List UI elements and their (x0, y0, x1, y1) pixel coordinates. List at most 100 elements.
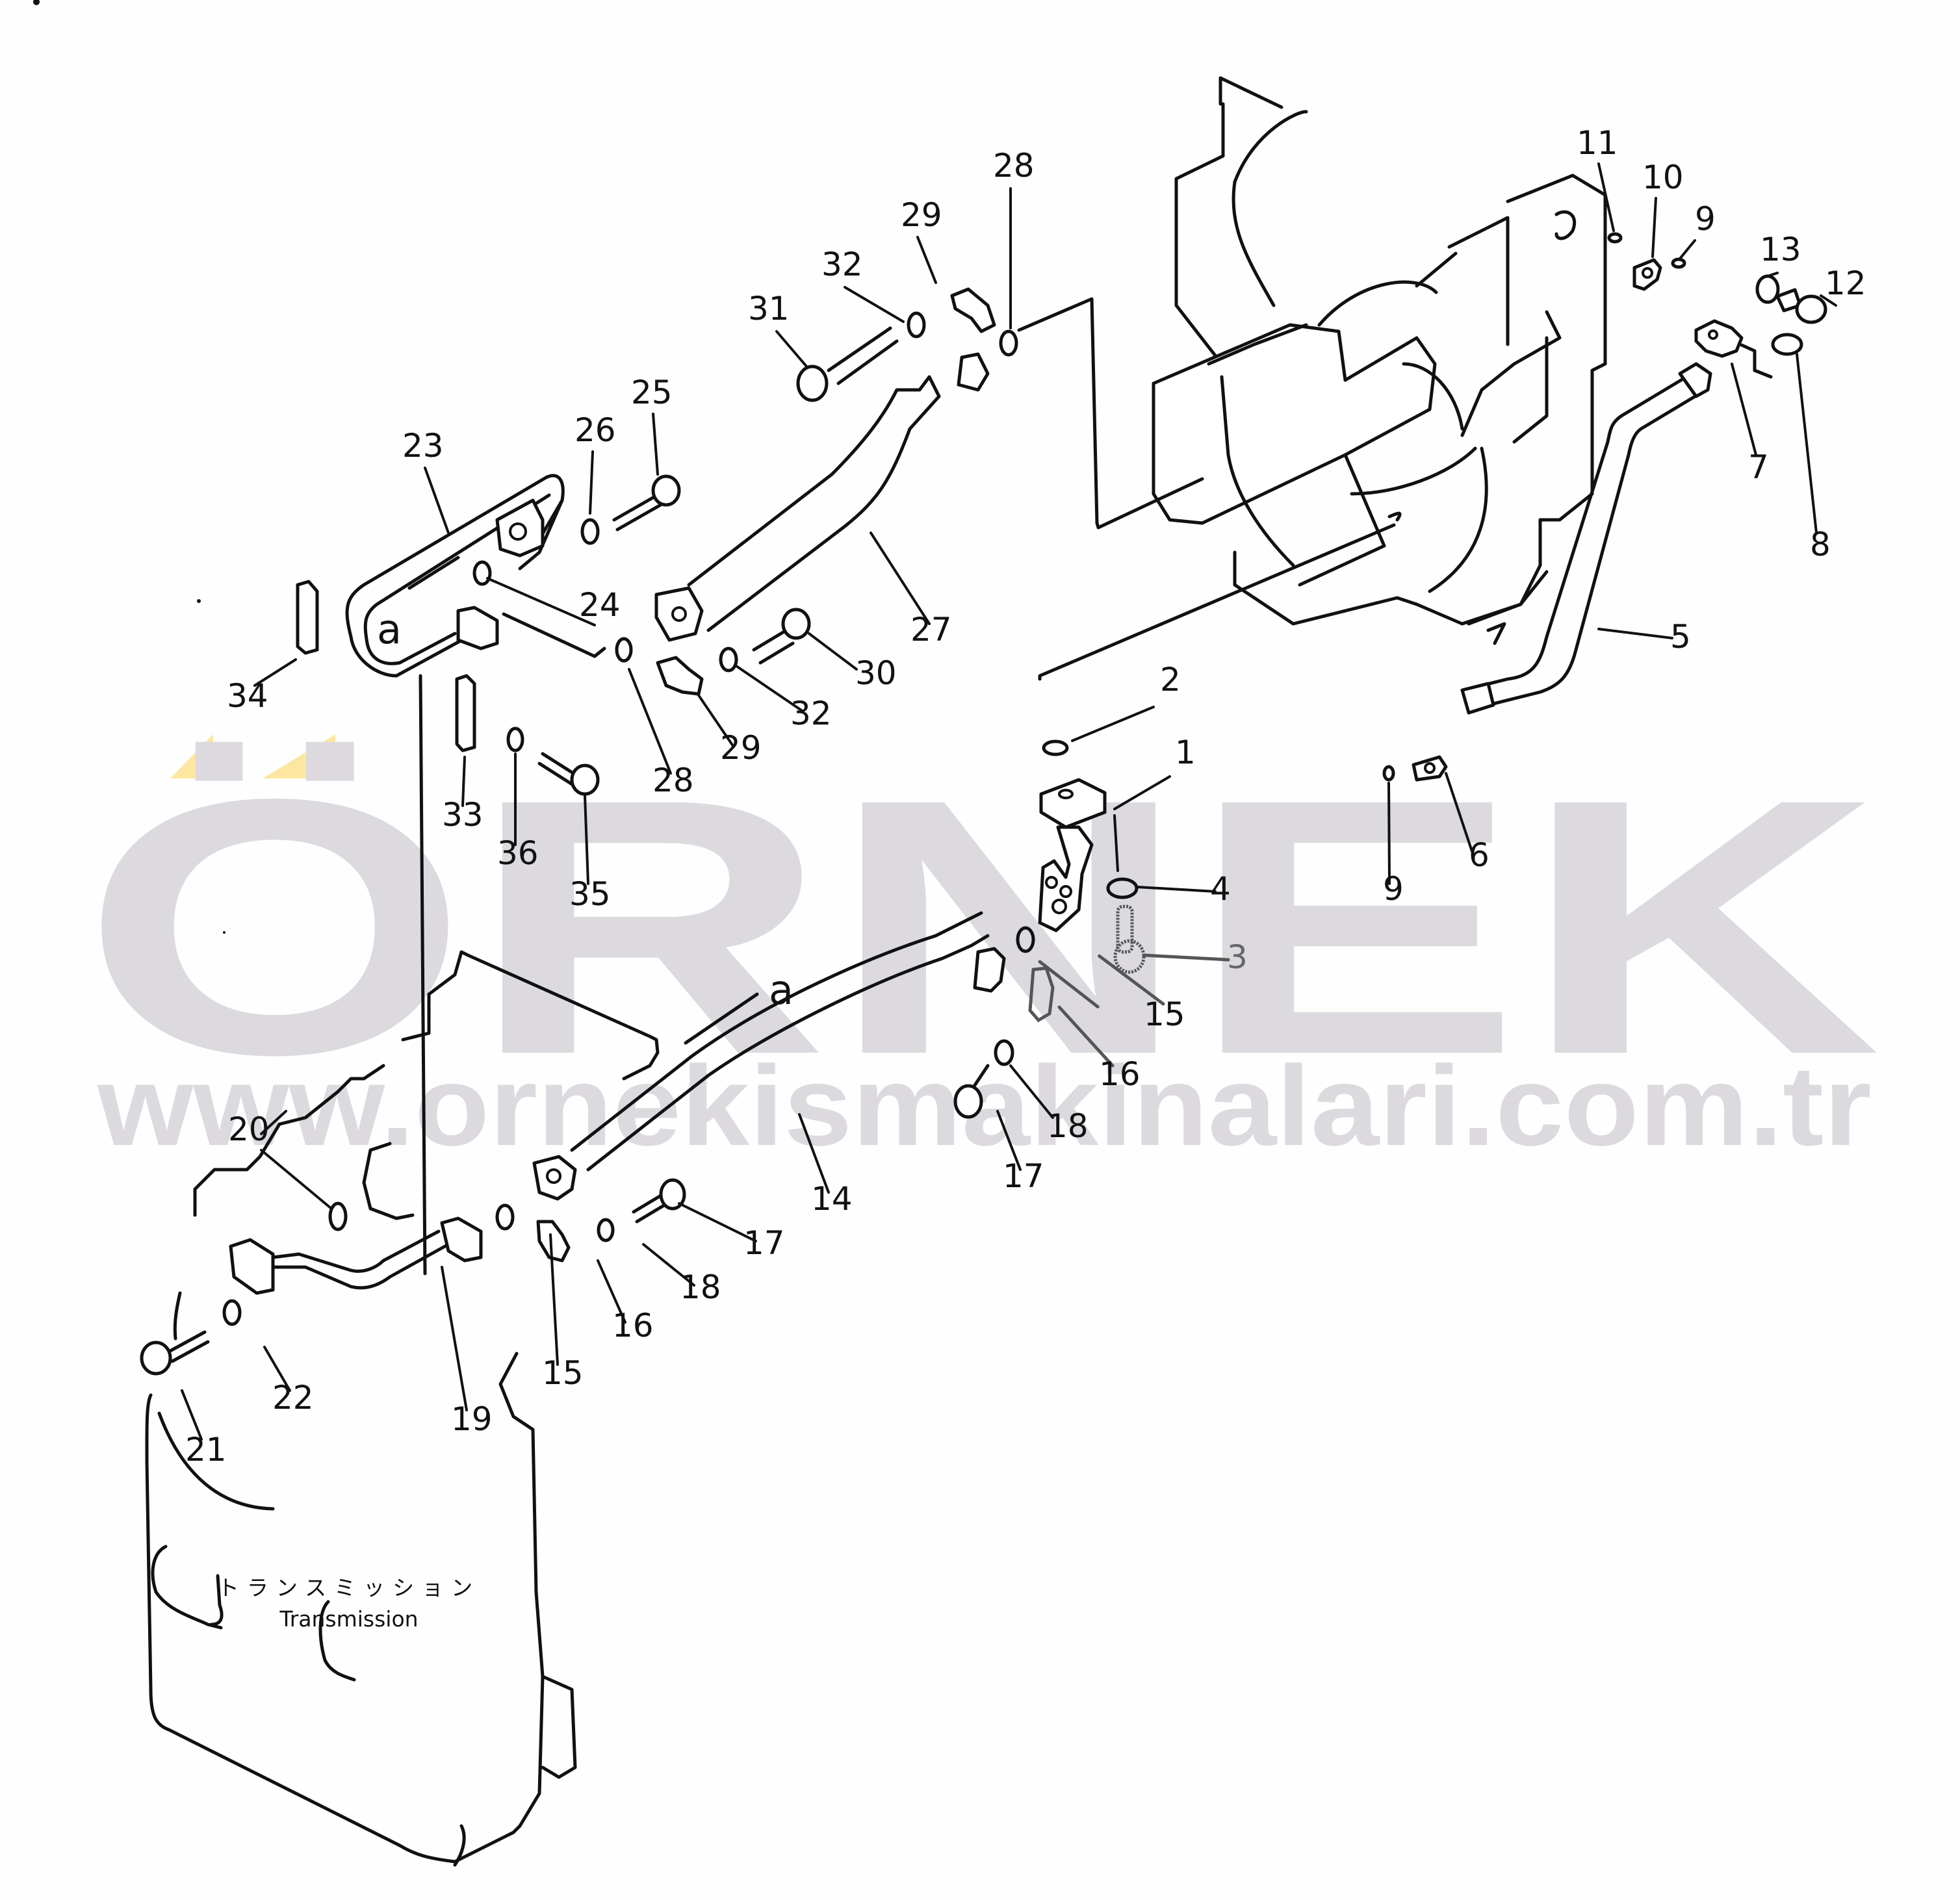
watermark-brand: ÖRNEK (81, 723, 1881, 1130)
part-16-clamp-upper (1028, 966, 1055, 1023)
part-label-22: 22 (272, 1379, 314, 1417)
part-label-19: 19 (451, 1400, 493, 1438)
engine-housing (1152, 76, 1607, 645)
part-label-18-lower: 18 (680, 1268, 721, 1306)
leader-24-zigzag (502, 612, 606, 658)
part-label-34: 34 (227, 677, 268, 715)
part-27-hose (654, 352, 990, 642)
part-number-labels: 1 2 3 4 5 6 7 8 9 9 10 11 12 13 14 15 15… (185, 124, 1866, 1469)
watermark-accent-right (263, 734, 335, 778)
part-12-bolt (1775, 288, 1827, 324)
transmission-label-en: Transmission (279, 1606, 418, 1632)
part-35-bolt (537, 752, 600, 796)
part-18-washer-upper (994, 1039, 1014, 1066)
part-14-hose (532, 911, 1006, 1201)
part-19-pipe (229, 1216, 483, 1295)
part-label-7: 7 (1748, 448, 1769, 486)
part-18-washer-lower (597, 1218, 615, 1242)
part-9-o-ring-upper (1671, 257, 1686, 269)
part-label-6: 6 (1469, 836, 1489, 874)
scan-dot (197, 599, 201, 603)
part-label-10: 10 (1642, 159, 1684, 196)
part-36-washer (506, 726, 524, 752)
part-33-clip (455, 674, 476, 752)
part-25-bolt (612, 474, 681, 532)
part-10-flange (1632, 258, 1662, 291)
part-6-fitting (1412, 755, 1448, 782)
part-15-o-ring-lower (495, 1203, 515, 1231)
part-label-31: 31 (748, 290, 790, 327)
part-23-loop-pipe (345, 474, 565, 678)
part-28-o-ring-upper (999, 329, 1018, 357)
part-label-21: 21 (185, 1431, 227, 1469)
part-5-pipe (1460, 362, 1712, 715)
scan-dot (33, 0, 40, 5)
part-label-18-upper: 18 (1047, 1107, 1089, 1145)
ref-letter-a-upper: a (377, 606, 402, 653)
part-24-o-ring (472, 560, 492, 586)
part-label-9-lower: 9 (1383, 870, 1404, 908)
ref-arrow-a-lower (684, 992, 759, 1045)
part-label-28-lower: 28 (652, 762, 694, 799)
part-9-o-ring-lower (1382, 765, 1395, 782)
part-11-o-ring (1607, 232, 1623, 244)
transmission-housing (145, 950, 660, 1867)
part-label-13: 13 (1760, 231, 1801, 268)
part-label-23: 23 (402, 427, 444, 465)
part-1-elbow-adapter (1038, 778, 1107, 932)
part-label-29-lower: 29 (720, 729, 762, 767)
connection-line-23-19 (419, 674, 427, 1276)
part-label-26: 26 (574, 411, 616, 449)
part-label-8: 8 (1810, 526, 1831, 563)
part-label-25: 25 (631, 374, 673, 411)
part-4-washer (1106, 877, 1139, 899)
part-label-29-upper: 29 (901, 196, 942, 234)
leader-lines (181, 162, 1837, 1441)
part-label-30: 30 (855, 654, 897, 692)
part-label-28-upper: 28 (993, 147, 1035, 185)
part-label-5: 5 (1670, 618, 1691, 656)
watermark-accent-left (170, 734, 213, 778)
part-32-washer-lower (719, 647, 738, 673)
part-label-33: 33 (442, 796, 484, 834)
leader-engine-to-1 (1038, 523, 1396, 681)
part-label-17-lower: 17 (743, 1224, 785, 1262)
part-15-o-ring-upper (1016, 926, 1035, 953)
part-20-o-ring (328, 1201, 348, 1231)
part-label-32-lower: 32 (790, 695, 832, 732)
part-label-9-upper: 9 (1695, 200, 1716, 238)
part-28-o-ring-lower (615, 637, 633, 663)
part-32-washer-upper (907, 311, 926, 339)
ref-arrow-a-upper (407, 556, 460, 590)
part-label-4: 4 (1210, 870, 1231, 908)
part-label-15-lower: 15 (542, 1354, 584, 1392)
part-34-clip (296, 580, 319, 655)
part-label-14: 14 (811, 1180, 853, 1218)
ref-letter-a-lower: a (769, 966, 793, 1014)
part-label-24: 24 (579, 586, 621, 624)
part-21-bolt (140, 1330, 210, 1376)
transmission-label-jp: トランスミッション (218, 1575, 480, 1600)
part-22-washer (222, 1299, 242, 1326)
part-7-tee-fitting (1694, 319, 1744, 358)
part-label-20: 20 (228, 1110, 270, 1148)
part-2-o-ring (1042, 739, 1069, 756)
watermark: ÖRNEK www.ornekismakinalari.com.tr (81, 723, 1881, 1170)
part-29-clamp-lower (656, 656, 704, 696)
part-label-12: 12 (1825, 264, 1866, 302)
part-label-1: 1 (1175, 734, 1196, 771)
scan-dot (223, 931, 226, 934)
part-26-washer (580, 518, 600, 545)
part-label-17-upper: 17 (1003, 1157, 1044, 1195)
part-13-washer (1755, 274, 1780, 304)
part-31-bolt (796, 326, 899, 402)
part-label-2: 2 (1160, 661, 1181, 699)
part-16-clamp-lower (536, 1220, 571, 1263)
part-17-bolt-upper (953, 1064, 990, 1119)
part-label-35: 35 (569, 875, 611, 913)
part-label-32-upper: 32 (821, 246, 863, 283)
part-label-16-upper: 16 (1099, 1055, 1141, 1093)
part-label-36: 36 (497, 834, 539, 872)
